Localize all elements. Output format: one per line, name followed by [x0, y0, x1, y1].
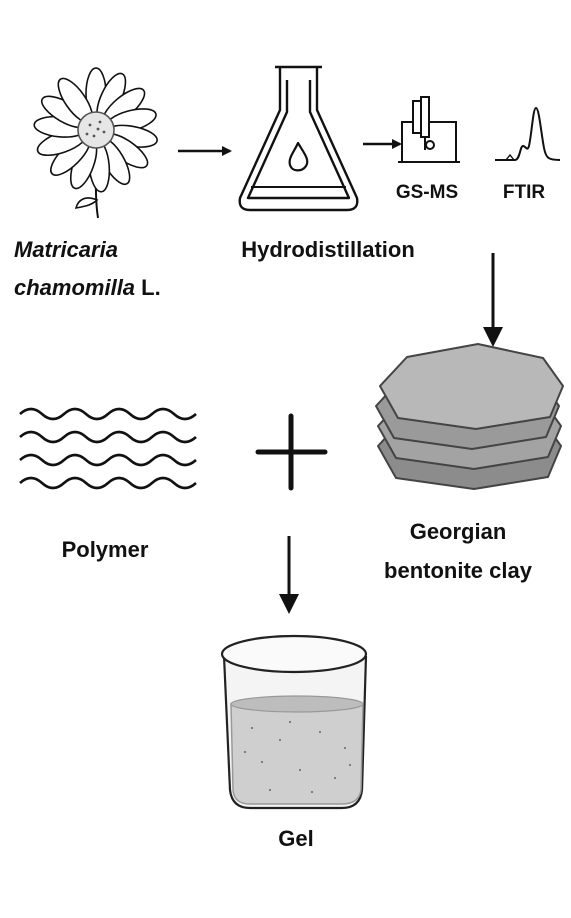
flower-icon [33, 67, 158, 219]
beaker-icon [220, 634, 368, 810]
plant-species: chamomilla [14, 275, 136, 300]
clay-label-line1: Georgian [409, 519, 507, 544]
plant-genus: Matricaria [14, 237, 118, 262]
plant-label: Matricaria [14, 237, 118, 263]
analysis-ftir-label: FTIR [502, 182, 546, 203]
clay-label-line2: bentonite clay [384, 558, 532, 583]
gcms-instrument-icon [398, 96, 460, 163]
ftir-spectrum-icon [495, 106, 561, 161]
clay-stack-icon [375, 343, 564, 490]
flask-icon [238, 65, 359, 212]
analysis-gcms-label: GS-MS [395, 182, 459, 203]
plus-icon [255, 413, 328, 491]
plant-label-line2: chamomilla L. [14, 275, 161, 301]
plant-author: L. [141, 275, 161, 300]
product-label: Gel [278, 826, 314, 851]
polymer-label: Polymer [61, 537, 149, 562]
process-label: Hydrodistillation [241, 237, 415, 262]
polymer-chains-icon [19, 407, 197, 490]
